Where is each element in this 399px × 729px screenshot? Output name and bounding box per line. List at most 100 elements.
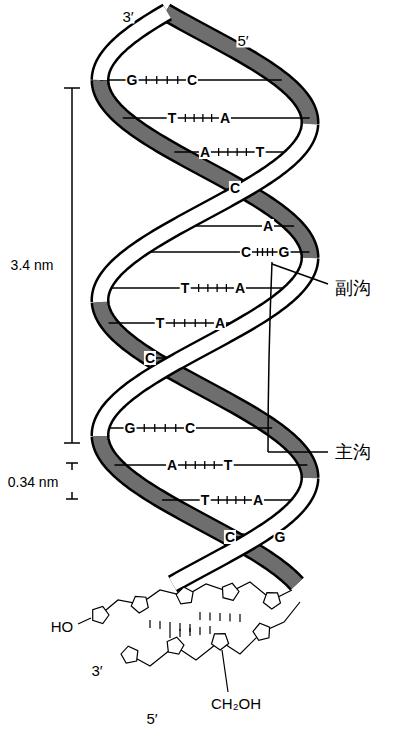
hydrogen-bond-tick [236,148,237,156]
base-letter: A [199,145,211,159]
hydrogen-bond-tick [216,284,217,292]
hydrogen-bond-tick [204,461,205,469]
dimension-line [71,88,73,443]
back-strand [100,12,310,584]
hydrogen-bond-tick [262,248,263,256]
ribbon-fill [100,258,310,436]
base-letter: T [167,111,178,125]
strand-end-label: 5′ [236,33,249,48]
strand-end-label: 3′ [90,663,103,678]
hydrogen-bond-tick [198,284,199,292]
hydrogen-bond-tick [214,461,215,469]
base-letter: C [240,245,252,259]
hydrogen-bond-tick [199,627,200,635]
base-pair-line [174,151,296,153]
hydrogen-bond-tick [189,628,190,636]
hydrogen-bond-tick [144,424,145,432]
base-letter: G [278,245,291,259]
base-letter: G [274,530,287,544]
ribbon-outline [100,124,310,302]
hydrogen-bond-tick [184,319,185,327]
hydrogen-bond-tick [272,248,273,256]
base-letter: A [262,219,274,233]
base-letter: C [186,73,198,87]
hydrogen-bond-tick [218,148,219,156]
hydrogen-bond-tick [154,424,155,432]
front-strand [100,12,310,584]
hydrogen-bond-tick [244,496,245,504]
hydrogen-bond-tick [169,622,170,630]
chemical-structure [78,582,300,692]
hydrogen-bond-tick [218,496,219,504]
hydrogen-bond-tick [267,248,268,256]
hydrogen-bond-tick [211,114,212,122]
sugar-ring [212,634,229,650]
hydrogen-bond-tick [195,461,196,469]
ribbon-outline [166,12,310,124]
base-letter: T [180,281,191,295]
strand-end-label: 3′ [121,9,134,24]
groove-label: 主沟 [334,443,372,461]
bond-line [222,650,228,692]
ribbon-fill [173,478,310,584]
base-letter: C [184,421,196,435]
hydrogen-bond-tick [226,496,227,504]
dimension-label: 0.34 nm [7,475,60,489]
dimension-bracket [64,88,80,499]
hydrogen-bond-tick [156,76,157,84]
dimension-line [71,463,73,470]
base-letter: G [126,73,139,87]
sugar-ring [176,587,193,604]
sugar-ring [253,623,270,640]
hydrogen-bond-tick [167,76,168,84]
base-letter: A [234,281,246,295]
base-letter: T [255,145,266,159]
hydrogen-bond-tick [235,496,236,504]
dimension-label: 3.4 nm [10,258,55,272]
ribbon-fill [100,124,310,302]
hydrogen-bond-tick [229,614,230,622]
ribbon-outline [100,258,310,436]
base-letter: C [224,530,236,544]
hydrogen-bond-tick [209,626,210,634]
sugar-ring [222,583,239,600]
base-letter: C [144,351,156,365]
hydrogen-bond-tick [199,612,200,620]
base-pair-line [109,322,247,324]
base-letter: T [155,316,166,330]
hydrogen-bond-tick [195,319,196,327]
hydrogen-bond-tick [209,613,210,621]
base-letter: G [124,421,137,435]
hydrogen-bond-tick [257,248,258,256]
sugar-ring [121,646,138,663]
hydrogen-bond-tick [146,76,147,84]
base-letter: A [252,493,264,507]
dimension-line [64,442,80,444]
base-letter: T [223,458,234,472]
groove-line [268,262,272,452]
backbone-line [100,582,292,615]
hydrogen-bond-tick [165,424,166,432]
dimension-line [71,492,73,499]
base-letter: A [214,316,226,330]
base-pair-line [123,117,310,119]
hydrogen-bond-tick [185,461,186,469]
base-letter: A [166,458,178,472]
hydrogen-bond-tick [149,620,150,628]
groove-leaders [268,262,328,452]
leader-line [272,264,328,284]
leader-line [268,451,328,453]
groove-label: 副沟 [334,279,372,297]
base-letter: A [219,111,231,125]
base-letter: T [200,493,211,507]
hydrogen-bond-tick [169,630,170,638]
hydrogen-bond-tick [207,284,208,292]
base-letter: C [229,181,241,195]
hydrogen-bond-tick [239,614,240,622]
hydrogen-bond-tick [246,148,247,156]
hydrogen-bond-tick [202,114,203,122]
sugar-ring [131,596,148,613]
hydrogen-bond-tick [179,629,180,637]
